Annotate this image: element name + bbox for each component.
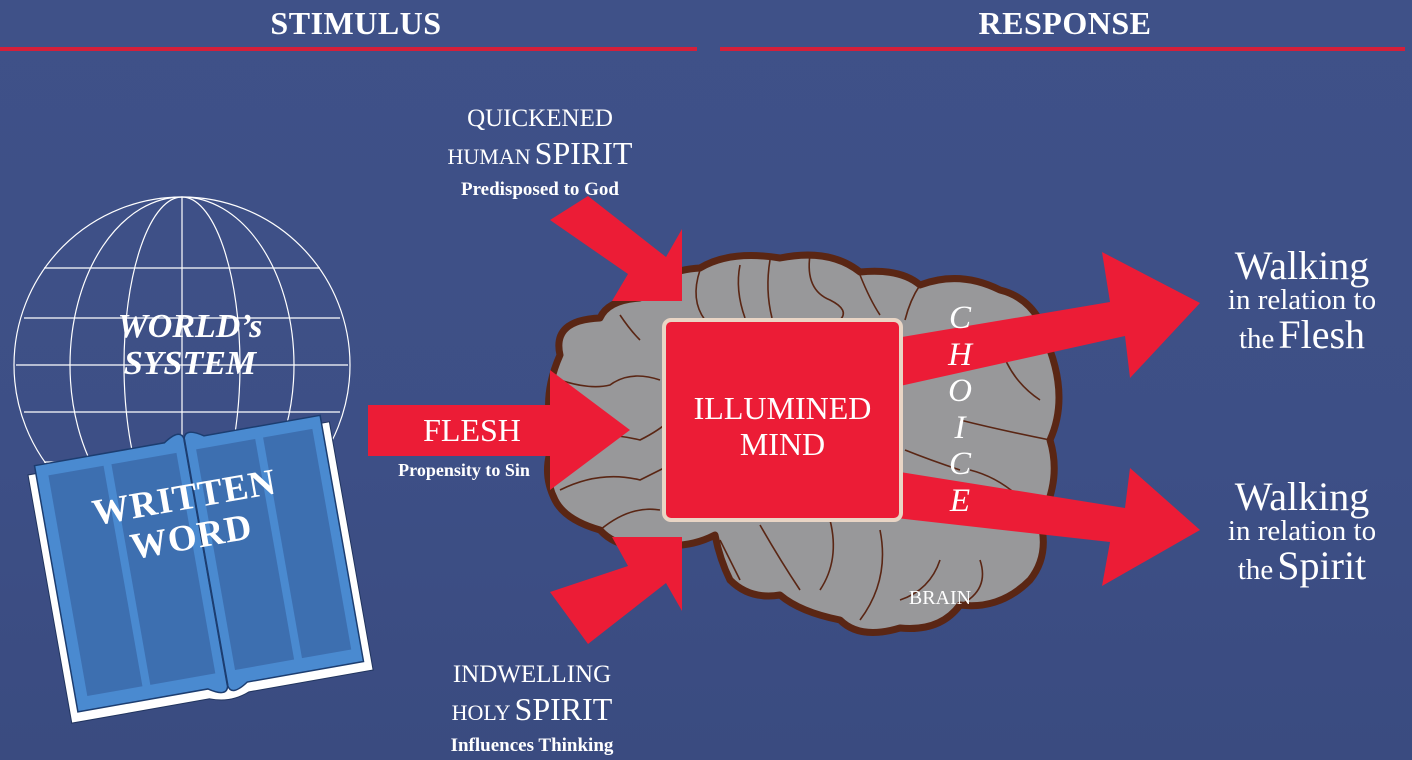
illumined-mind-line2: MIND <box>739 426 826 462</box>
choice-letter: C <box>948 300 971 336</box>
quickened-sub: Predisposed to God <box>460 179 619 200</box>
world-system-label: WORLD’s SYSTEM <box>80 308 300 382</box>
indwelling-line2-small: HOLY <box>451 700 511 725</box>
quickened-line2-small: HUMAN <box>447 144 531 169</box>
flesh-sub: Propensity to Sin <box>398 460 530 480</box>
response-flesh-line2: in relation to <box>1227 284 1377 316</box>
response-spirit-the: the <box>1237 554 1274 586</box>
arrow-flesh <box>368 370 630 490</box>
choice-letter: O <box>948 373 972 409</box>
quickened-line2-big: SPIRIT <box>534 135 633 171</box>
response-flesh-the: the <box>1238 323 1275 355</box>
choice-letter: I <box>954 409 966 446</box>
illumined-mind-line1: ILLUMINED <box>693 390 872 426</box>
response-flesh-line1: Walking <box>1234 243 1370 288</box>
indwelling-line1: INDWELLING <box>452 661 612 688</box>
response-underline <box>720 47 1405 51</box>
quickened-line1: QUICKENED <box>467 105 613 132</box>
book-icon <box>27 414 374 724</box>
arrow-indwelling-spirit <box>550 537 682 644</box>
choice-letter: H <box>948 336 972 373</box>
quickened-line2: HUMAN SPIRIT <box>420 134 660 179</box>
response-spirit-label: Walking in relation to the Spirit <box>1196 474 1408 595</box>
response-spirit-line3: the Spirit <box>1196 546 1408 595</box>
choice-letter: C <box>948 446 971 482</box>
illumined-mind-box <box>662 318 903 522</box>
brain-label: BRAIN <box>908 587 972 609</box>
response-spirit-line1: Walking <box>1234 474 1370 519</box>
indwelling-line2-big: SPIRIT <box>514 691 613 727</box>
response-heading: RESPONSE <box>978 5 1152 41</box>
response-flesh-line3: the Flesh <box>1196 315 1408 364</box>
arrow-quickened-spirit <box>550 196 682 301</box>
arrow-response-spirit <box>896 468 1200 586</box>
world-system-line2: SYSTEM <box>123 345 257 382</box>
indwelling-line2: HOLY SPIRIT <box>412 690 652 735</box>
response-spirit-line2: in relation to <box>1227 515 1377 547</box>
world-system-line1: WORLD’s <box>117 308 263 345</box>
flesh-label: FLESH <box>423 412 521 448</box>
response-flesh-big: Flesh <box>1278 312 1366 357</box>
response-flesh-label: Walking in relation to the Flesh <box>1196 243 1408 364</box>
indwelling-spirit-label: INDWELLING HOLY SPIRIT Influences Thinki… <box>412 660 652 757</box>
indwelling-sub: Influences Thinking <box>450 735 614 756</box>
response-spirit-big: Spirit <box>1277 543 1367 588</box>
quickened-spirit-label: QUICKENED HUMAN SPIRIT Predisposed to Go… <box>420 104 660 201</box>
choice-label: C H O I C E <box>940 300 980 519</box>
illumined-mind-label: ILLUMINED MIND <box>664 390 901 462</box>
stimulus-heading: STIMULUS <box>270 5 442 41</box>
choice-letter: E <box>949 482 971 519</box>
arrow-response-flesh <box>896 252 1200 386</box>
stimulus-underline <box>0 47 697 51</box>
